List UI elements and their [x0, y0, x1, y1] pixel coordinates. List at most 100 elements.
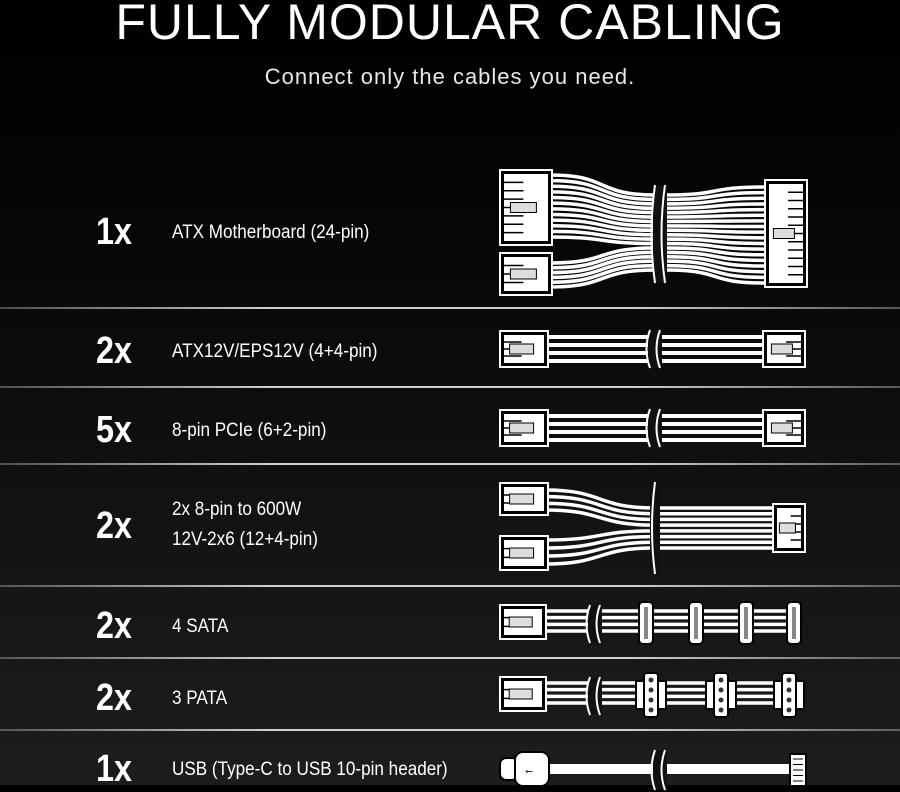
wire: [549, 173, 656, 197]
break-gap: [648, 409, 662, 447]
wire: [664, 259, 766, 274]
break-gap: [588, 605, 602, 643]
pata-connector: [713, 672, 729, 718]
wire: [549, 246, 656, 265]
wire: [664, 202, 766, 210]
usb-cable-illustration: ⭠: [499, 749, 807, 791]
pata-pin: [718, 707, 724, 713]
break-mark: [655, 329, 661, 369]
pata-cable-illustration: [499, 672, 805, 718]
12v2x6-cable-illustration: [499, 481, 806, 575]
break-mark: [651, 481, 656, 575]
wire: [664, 219, 766, 224]
wire: [549, 184, 656, 206]
cable-row-sata: 2x 4 SATA: [0, 588, 900, 657]
latch: [508, 688, 533, 700]
page-title: FULLY MODULAR CABLING: [115, 0, 785, 50]
latch: [509, 343, 535, 355]
break-gap: [653, 750, 667, 790]
break-mark: [595, 604, 601, 644]
latch: [772, 228, 795, 239]
usb-wire: [545, 764, 800, 774]
cable-quantity: 2x: [96, 505, 132, 547]
wire: [664, 255, 766, 268]
pata-pin: [648, 697, 654, 703]
break-mark: [645, 329, 651, 369]
wire: [549, 195, 656, 215]
cable-row-eps: 2x ATX12V/EPS12V (4+4-pin): [0, 310, 900, 386]
latch: [509, 493, 535, 505]
wire: [664, 246, 766, 257]
cable-row-pcie: 5x 8-pin PCIe (6+2-pin): [0, 389, 900, 463]
pata-pin: [718, 687, 724, 693]
latch: [508, 616, 533, 628]
break-gap: [650, 482, 660, 574]
wire: [549, 268, 656, 289]
cable-label: ATX12V/EPS12V (4+4-pin): [172, 341, 378, 362]
pata-pin: [786, 677, 792, 683]
eps-cable-illustration: [499, 329, 806, 369]
cable-quantity: 1x: [96, 211, 132, 253]
wire: [549, 201, 656, 219]
latch: [509, 422, 535, 434]
divider: [0, 585, 900, 587]
wire: [544, 488, 656, 510]
pata-pin: [786, 707, 792, 713]
cable-row-usb: 1x USB (Type-C to USB 10-pin header) ⭠: [0, 732, 900, 792]
wire: [549, 259, 656, 280]
wire: [664, 190, 766, 202]
break-mark: [655, 408, 661, 448]
pata-pin: [786, 687, 792, 693]
wire: [544, 501, 656, 522]
divider: [0, 386, 900, 388]
wire: [664, 232, 766, 240]
pata-connector: [781, 672, 797, 718]
wire: [664, 237, 766, 246]
cable-quantity: 1x: [96, 748, 132, 790]
sata-slot: [744, 607, 748, 639]
latch: [509, 547, 535, 559]
wire: [544, 540, 656, 558]
break-gap: [648, 330, 662, 368]
divider: [0, 657, 900, 659]
cable-label: USB (Type-C to USB 10-pin header): [172, 759, 448, 780]
cable-row-atx: 1x ATX Motherboard (24-pin): [0, 160, 900, 305]
break-mark: [660, 184, 666, 284]
wire: [549, 229, 656, 241]
atx-cable-illustration: [499, 169, 808, 296]
wire: [549, 223, 656, 237]
wire: [549, 235, 656, 246]
pata-connector: [643, 672, 659, 718]
wire: [549, 207, 656, 224]
wire: [549, 178, 656, 202]
divider: [0, 463, 900, 465]
wire: [549, 190, 656, 210]
wire: [664, 268, 766, 285]
wire: [549, 250, 656, 270]
cable-quantity: 2x: [96, 605, 132, 647]
page-subtitle: Connect only the cables you need.: [264, 64, 636, 89]
cable-label: 8-pin PCIe (6+2-pin): [172, 420, 327, 441]
cable-quantity: 5x: [96, 409, 132, 451]
break-gap: [588, 677, 602, 715]
pcie-cable-illustration: [499, 408, 806, 448]
divider: [0, 307, 900, 309]
sata-cable-illustration: [499, 601, 802, 645]
wire: [664, 241, 766, 251]
wire: [664, 228, 766, 234]
wire: [544, 534, 656, 550]
pata-pin: [786, 697, 792, 703]
sata-slot: [694, 607, 698, 639]
pata-pin: [718, 697, 724, 703]
divider: [0, 729, 900, 731]
break-mark: [650, 184, 656, 284]
cable-label: 3 PATA: [172, 688, 228, 709]
wire: [664, 250, 766, 263]
sata-slot: [644, 607, 648, 639]
break-mark: [645, 408, 651, 448]
break-gap: [653, 185, 667, 283]
wire: [664, 207, 766, 215]
wire: [544, 529, 656, 542]
pata-pin: [648, 707, 654, 713]
usb-symbol-icon: ⭠: [525, 766, 533, 777]
